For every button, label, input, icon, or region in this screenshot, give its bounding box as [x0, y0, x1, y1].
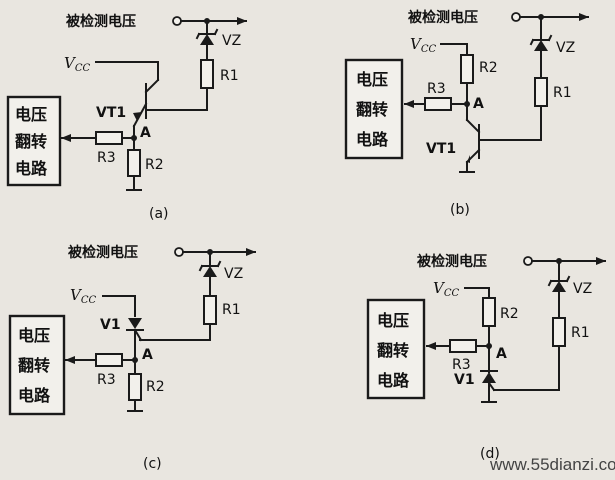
block-line3-d: 电路	[377, 371, 410, 390]
input-terminal-d	[523, 256, 533, 266]
block-line1-d: 电压	[377, 311, 409, 330]
caption-c: (c)	[143, 456, 162, 472]
zener-diode-vz-a	[195, 28, 219, 45]
resistor-r1-c	[203, 295, 217, 325]
caption-a: (a)	[149, 206, 169, 222]
vcc-label-c: VCC	[70, 286, 96, 306]
circuit-a: 被检测电压 VZ R1 VCC VT1 A	[6, 13, 247, 222]
r3-label-c: R3	[97, 372, 116, 388]
vt1-label-b: VT1	[426, 141, 456, 157]
node-a-label-c: A	[142, 347, 153, 363]
resistor-r3-a	[95, 131, 123, 145]
block-line1-c: 电压	[18, 326, 50, 345]
resistor-r2-c	[128, 373, 142, 401]
vz-label-d: VZ	[573, 281, 592, 297]
resistor-r1-a	[200, 59, 214, 89]
block-line2-c: 翻转	[18, 356, 50, 375]
resistor-r2-b	[460, 54, 474, 84]
voltage-flip-circuit-block-d	[366, 298, 426, 400]
block-line3-c: 电路	[18, 386, 51, 405]
block-line2-a: 翻转	[15, 132, 47, 151]
node-a-label-b: A	[473, 96, 484, 112]
block-line2-b: 翻转	[356, 100, 388, 119]
resistor-r1-b	[534, 77, 548, 107]
transistor-vt1-a	[132, 78, 160, 128]
input-terminal-a	[172, 16, 182, 26]
r1-label-d: R1	[571, 325, 590, 341]
v1-label-c: V1	[100, 317, 121, 333]
vcc-label-b: VCC	[410, 35, 436, 55]
transistor-vt1-b	[465, 118, 491, 164]
measured-voltage-label-d: 被检测电压	[417, 253, 487, 270]
vz-label-c: VZ	[224, 266, 243, 282]
r1-label-a: R1	[220, 68, 239, 84]
node-a-label-a: A	[140, 125, 151, 141]
measured-voltage-label-a: 被检测电压	[66, 13, 136, 30]
r2-label-d: R2	[500, 306, 519, 322]
input-terminal-b	[511, 12, 521, 22]
vcc-label-a: VCC	[64, 54, 90, 74]
r2-label-c: R2	[146, 379, 165, 395]
voltage-flip-circuit-block-c	[8, 314, 66, 416]
circuit-c: 被检测电压 VZ R1 VCC V1 A R3	[8, 244, 256, 472]
block-line3-a: 电路	[15, 159, 48, 178]
zener-diode-vz-d	[547, 275, 571, 292]
resistor-r3-d	[449, 339, 477, 353]
vz-label-a: VZ	[222, 33, 241, 49]
resistor-r2-d	[482, 297, 496, 327]
circuit-d: 被检测电压 VZ R1 VCC R2 A R3	[366, 253, 606, 462]
block-line1-a: 电压	[15, 105, 47, 124]
voltage-flip-circuit-block-b	[344, 58, 404, 160]
zener-diode-vz-b	[529, 34, 553, 51]
node-a-label-d: A	[496, 346, 507, 362]
input-terminal-c	[174, 247, 184, 257]
block-line3-b: 电路	[356, 130, 389, 149]
resistor-r1-d	[552, 317, 566, 347]
measured-voltage-label-c: 被检测电压	[68, 244, 138, 261]
resistor-r2-a	[127, 149, 141, 177]
v1-label-d: V1	[454, 372, 475, 388]
zener-diode-vz-c	[198, 260, 222, 277]
vcc-label-d: VCC	[433, 279, 459, 299]
vz-label-b: VZ	[556, 40, 575, 56]
watermark: www.55dianzi.com	[489, 455, 615, 474]
block-line1-b: 电压	[356, 70, 388, 89]
r2-label-b: R2	[479, 60, 498, 76]
resistor-r3-c	[95, 353, 123, 367]
caption-d: (d)	[480, 446, 500, 462]
resistor-r3-b	[424, 97, 452, 111]
block-line2-d: 翻转	[377, 341, 409, 360]
caption-b: (b)	[450, 202, 470, 218]
r3-label-a: R3	[97, 150, 116, 166]
r1-label-b: R1	[553, 85, 572, 101]
vt1-label-a: VT1	[96, 105, 126, 121]
circuit-b: 被检测电压 VZ R1 VCC R2 A R3	[344, 9, 589, 218]
r1-label-c: R1	[222, 302, 241, 318]
r3-label-d: R3	[452, 357, 471, 373]
r2-label-a: R2	[145, 157, 164, 173]
measured-voltage-label-b: 被检测电压	[408, 9, 478, 26]
r3-label-b: R3	[427, 81, 446, 97]
voltage-flip-circuit-block-a	[6, 95, 62, 187]
